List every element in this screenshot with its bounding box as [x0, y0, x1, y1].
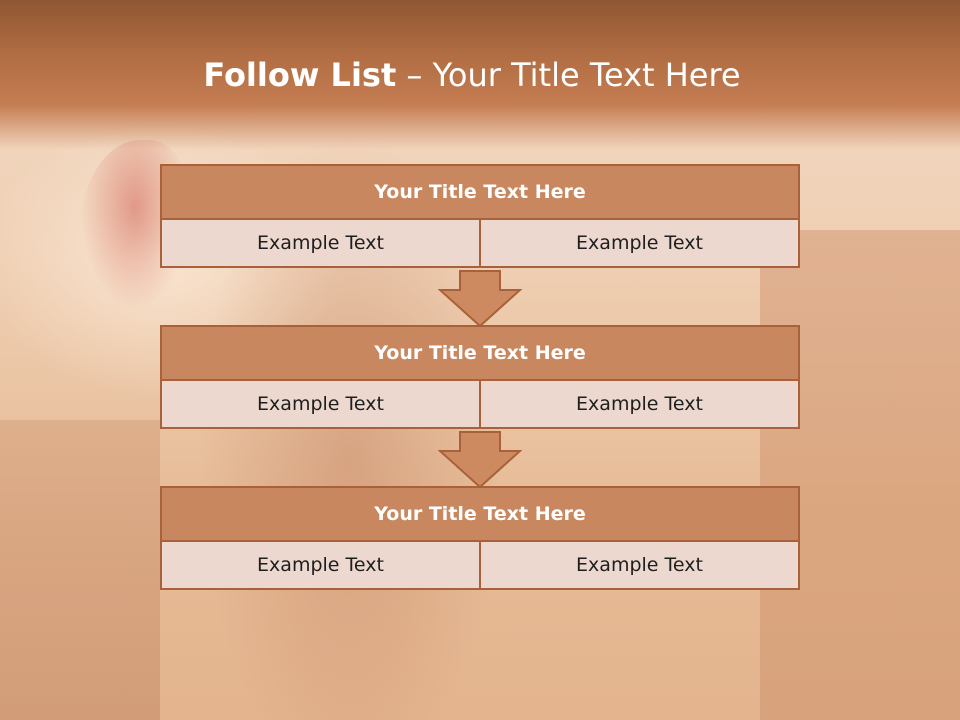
- block-row: Example Text Example Text: [160, 220, 800, 268]
- block-cell-right[interactable]: Example Text: [481, 220, 800, 268]
- down-arrow-icon: [438, 270, 522, 328]
- down-arrow-icon: [438, 431, 522, 489]
- block-title[interactable]: Your Title Text Here: [160, 325, 800, 381]
- slide-title-rest: – Your Title Text Here: [396, 56, 741, 94]
- block-cell-left[interactable]: Example Text: [160, 542, 481, 590]
- list-block-3[interactable]: Your Title Text Here Example Text Exampl…: [160, 486, 800, 590]
- background-colosseum-left: [0, 420, 160, 720]
- block-cell-left[interactable]: Example Text: [160, 381, 481, 429]
- block-row: Example Text Example Text: [160, 381, 800, 429]
- block-title[interactable]: Your Title Text Here: [160, 486, 800, 542]
- slide-title-strong: Follow List: [203, 56, 397, 94]
- header-bar: [0, 0, 960, 150]
- block-cell-right[interactable]: Example Text: [481, 381, 800, 429]
- list-block-1[interactable]: Your Title Text Here Example Text Exampl…: [160, 164, 800, 268]
- list-block-2[interactable]: Your Title Text Here Example Text Exampl…: [160, 325, 800, 429]
- background-colosseum-right: [760, 230, 960, 720]
- block-row: Example Text Example Text: [160, 542, 800, 590]
- block-cell-right[interactable]: Example Text: [481, 542, 800, 590]
- block-title[interactable]: Your Title Text Here: [160, 164, 800, 220]
- block-cell-left[interactable]: Example Text: [160, 220, 481, 268]
- slide-title[interactable]: Follow List – Your Title Text Here: [0, 56, 944, 94]
